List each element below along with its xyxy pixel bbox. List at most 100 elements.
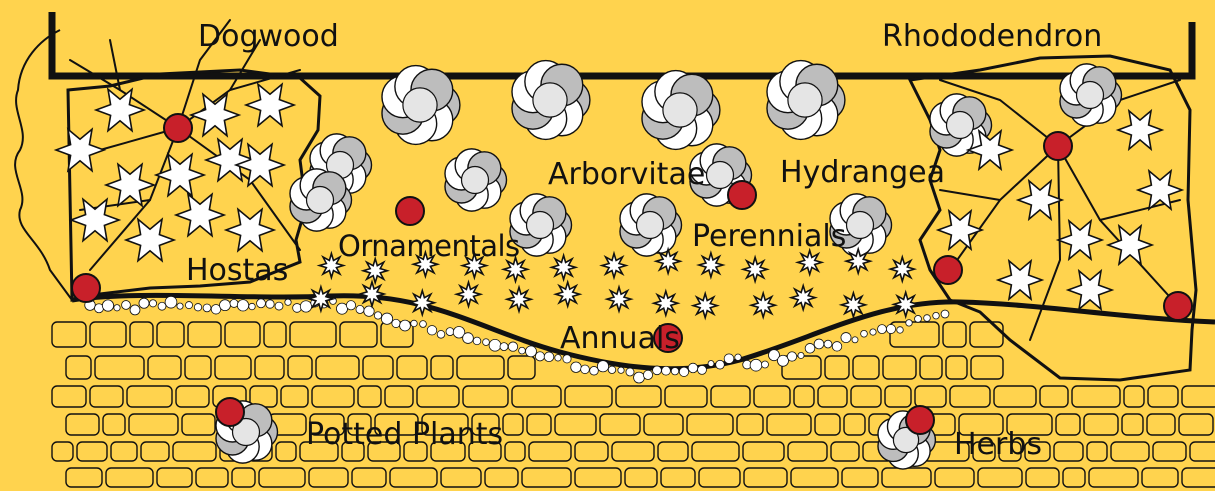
mulch-speck: [473, 337, 481, 345]
hydrangea-shrub: [1060, 64, 1122, 126]
paving-stone: [397, 356, 427, 379]
mulch-speck: [446, 328, 454, 336]
mulch-speck: [420, 321, 427, 328]
mulch-speck: [158, 302, 166, 310]
paving-stone: [1153, 442, 1186, 461]
mulch-speck: [708, 361, 714, 367]
annual-flower: [556, 282, 580, 306]
paving-stone: [1190, 442, 1215, 461]
paving-stone: [363, 356, 393, 379]
paving-stone: [844, 414, 865, 435]
hydrangea-shrub: [620, 194, 682, 256]
paving-stone: [127, 386, 172, 407]
annual-flower: [751, 293, 775, 317]
paving-stone: [182, 414, 215, 435]
annual-flower: [693, 294, 717, 318]
paving-stone: [1182, 386, 1215, 407]
paving-stone: [281, 386, 308, 407]
annual-flower: [798, 250, 822, 274]
mulch-speck: [293, 304, 302, 313]
annual-flower: [699, 253, 723, 277]
paving-stone: [555, 414, 596, 435]
mulch-speck: [122, 301, 131, 310]
paving-stone: [575, 442, 608, 461]
paving-stone: [565, 386, 612, 407]
mulch-speck: [590, 366, 599, 375]
label-arborvitae: Arborvitae: [548, 157, 705, 192]
mulch-speck: [500, 343, 508, 351]
marker-ornamentals: [396, 197, 424, 225]
mulch-speck: [149, 300, 156, 307]
paving-stone: [129, 414, 178, 435]
marker-hostas-bottom: [72, 274, 100, 302]
paving-stone: [883, 356, 916, 379]
mulch-speck: [336, 303, 347, 314]
mulch-speck: [519, 347, 526, 354]
mulch-speck: [374, 312, 381, 319]
mulch-speck: [581, 365, 590, 374]
paving-stone: [529, 442, 571, 461]
paving-stone: [658, 442, 688, 461]
paving-stone: [225, 322, 260, 347]
paving-stone: [978, 468, 1022, 487]
paving-stone: [90, 322, 126, 347]
paving-stone: [612, 442, 654, 461]
mulch-speck: [634, 372, 645, 383]
paving-stone: [385, 386, 413, 407]
paving-stone: [1142, 468, 1178, 487]
mulch-speck: [814, 339, 824, 349]
mulch-speck: [886, 324, 895, 333]
mulch-speck: [724, 354, 734, 364]
mulch-speck: [185, 302, 192, 309]
mulch-speck: [346, 301, 355, 310]
paving-stone: [737, 414, 763, 435]
label-annuals: Annuals: [560, 321, 680, 356]
paving-stone: [463, 386, 508, 407]
paving-stone: [508, 356, 535, 379]
mulch-speck: [356, 305, 364, 313]
paving-stone: [52, 442, 73, 461]
paving-stone: [711, 386, 750, 407]
paving-stone: [141, 442, 169, 461]
paving-stone: [358, 386, 381, 407]
paving-stone: [232, 468, 255, 487]
mulch-speck: [203, 304, 211, 312]
paving-stone: [1179, 414, 1213, 435]
paving-stone: [66, 356, 91, 379]
mulch-speck: [915, 315, 922, 322]
mulch-speck: [643, 370, 652, 379]
paving-stone: [173, 442, 216, 461]
paving-stone: [505, 442, 525, 461]
paving-stone: [157, 468, 192, 487]
annual-flower: [602, 254, 626, 278]
mulch-speck: [535, 352, 544, 361]
mulch-speck: [878, 325, 887, 334]
paving-stone: [744, 468, 787, 487]
paving-stone: [1122, 414, 1143, 435]
paving-stone: [915, 386, 946, 407]
paving-stone: [390, 468, 437, 487]
paving-stone: [95, 356, 144, 379]
label-hydrangea: Hydrangea: [780, 155, 945, 190]
paving-stone: [644, 414, 683, 435]
mulch-speck: [483, 339, 490, 346]
paving-stone: [77, 442, 107, 461]
mulch-speck: [381, 313, 392, 324]
marker-hydrangea: [728, 181, 756, 209]
mulch-speck: [698, 365, 707, 374]
mulch-speck: [841, 333, 851, 343]
mulch-speck: [194, 304, 201, 311]
paving-stone: [943, 322, 966, 347]
paving-stone: [1089, 468, 1138, 487]
arborvitae-shrub: [512, 61, 590, 140]
mulch-speck: [130, 305, 140, 315]
mulch-speck: [165, 296, 177, 308]
mulch-speck: [688, 363, 698, 373]
paving-stone: [503, 414, 523, 435]
paving-stone: [1054, 442, 1083, 461]
paving-stone: [950, 386, 990, 407]
mulch-speck: [798, 352, 804, 358]
paving-stone: [1124, 386, 1144, 407]
mulch-speck: [626, 368, 634, 376]
